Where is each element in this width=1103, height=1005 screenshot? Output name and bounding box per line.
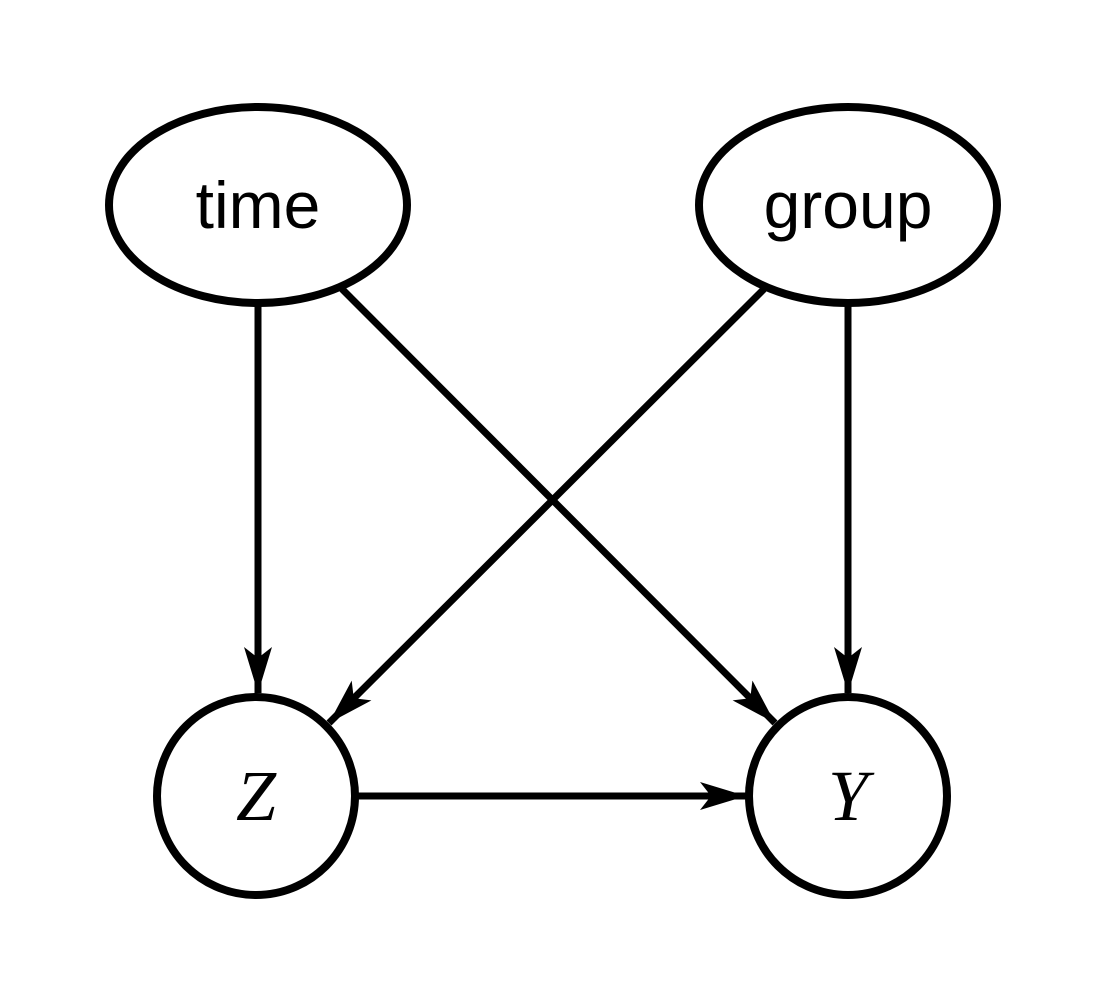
edge-time-to-Y: [339, 286, 778, 726]
node-time: time: [105, 103, 411, 307]
node-time-label: time: [196, 168, 321, 242]
node-Y-label: Y: [828, 756, 875, 836]
node-Z-shape: [153, 693, 359, 899]
node-group-shape: [695, 103, 1001, 307]
node-time-shape: [105, 103, 411, 307]
node-Y: Y: [745, 693, 951, 899]
edge-group-to-Z: [326, 286, 767, 726]
node-group-label: group: [764, 168, 933, 242]
node-Y-shape: [745, 693, 951, 899]
node-Z-label: Z: [236, 756, 277, 836]
node-Z: Z: [153, 693, 359, 899]
node-group: group: [695, 103, 1001, 307]
